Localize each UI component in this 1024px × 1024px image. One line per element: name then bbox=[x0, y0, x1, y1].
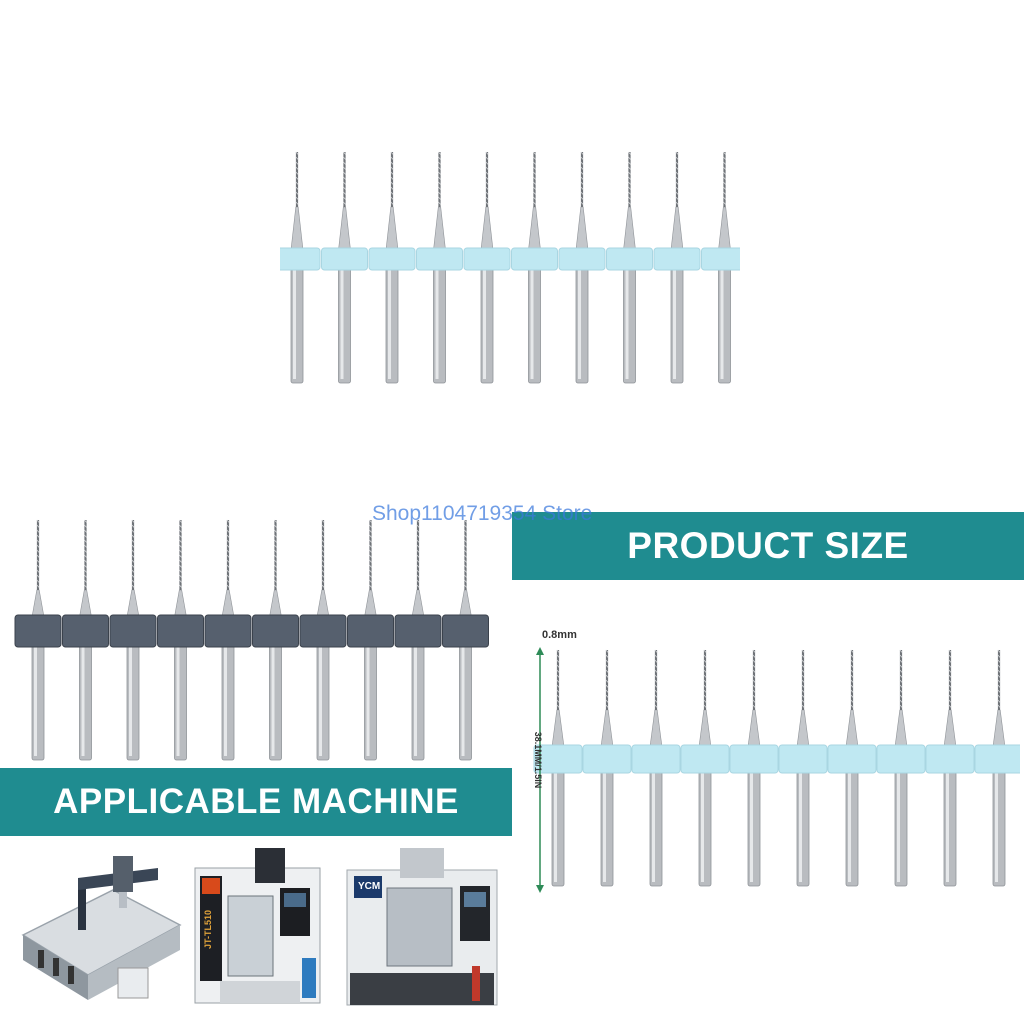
drill-bit bbox=[827, 649, 877, 887]
machine-2-logo: JT-TL510 bbox=[203, 909, 213, 949]
drill-bit bbox=[442, 519, 489, 761]
drill-bit bbox=[631, 649, 681, 887]
drill-bit bbox=[606, 151, 653, 384]
product-size-title: PRODUCT SIZE bbox=[627, 525, 909, 566]
size-drill-set-svg bbox=[533, 647, 1020, 893]
drill-bit bbox=[876, 649, 926, 887]
drill-bit bbox=[394, 519, 442, 761]
drill-bit bbox=[321, 151, 368, 384]
length-label: 38.1MM/1.5IN bbox=[533, 731, 543, 789]
dark-collar-drill-set-image bbox=[10, 515, 500, 765]
drill-bit bbox=[925, 649, 975, 887]
drill-bit bbox=[680, 649, 730, 887]
drill-bit bbox=[729, 649, 779, 887]
product-size-banner: PRODUCT SIZE bbox=[512, 512, 1024, 580]
drill-bit bbox=[368, 151, 416, 384]
drill-bit bbox=[778, 649, 828, 887]
ycm-machine-image: YCM bbox=[342, 848, 502, 1013]
top-drill-set-svg bbox=[280, 151, 740, 384]
drill-bit bbox=[347, 519, 394, 761]
drill-bit bbox=[653, 151, 701, 384]
store-watermark: Shop1104719354 Store bbox=[372, 502, 593, 525]
drill-bit bbox=[204, 519, 252, 761]
drill-bit bbox=[416, 151, 463, 384]
drill-bit bbox=[974, 649, 1020, 887]
applicable-machine-title: APPLICABLE MACHINE bbox=[53, 782, 459, 821]
dark-drill-set-svg bbox=[14, 519, 489, 761]
length-dimension-arrow bbox=[536, 647, 544, 893]
drill-bit bbox=[157, 519, 204, 761]
drill-bit bbox=[701, 151, 740, 384]
drill-bit bbox=[14, 519, 62, 761]
drill-bit bbox=[533, 649, 583, 887]
drill-bit bbox=[252, 519, 299, 761]
top-drill-set-image bbox=[280, 150, 740, 395]
drill-bit bbox=[109, 519, 157, 761]
drill-bit bbox=[62, 519, 109, 761]
drill-bit bbox=[299, 519, 347, 761]
drill-bit bbox=[511, 151, 558, 384]
drill-bit bbox=[582, 649, 632, 887]
applicable-machine-banner: APPLICABLE MACHINE bbox=[0, 768, 512, 836]
machining-center-image: JT-TL510 bbox=[190, 848, 335, 1013]
drill-bit bbox=[280, 151, 321, 384]
cnc-router-image bbox=[18, 850, 183, 1010]
diameter-label: 0.8mm bbox=[542, 629, 577, 641]
drill-bit bbox=[558, 151, 606, 384]
drill-bit bbox=[463, 151, 511, 384]
machine-3-logo: YCM bbox=[358, 881, 381, 892]
product-size-image: 0.8mm 38.1MM/1.5IN bbox=[520, 625, 1020, 895]
